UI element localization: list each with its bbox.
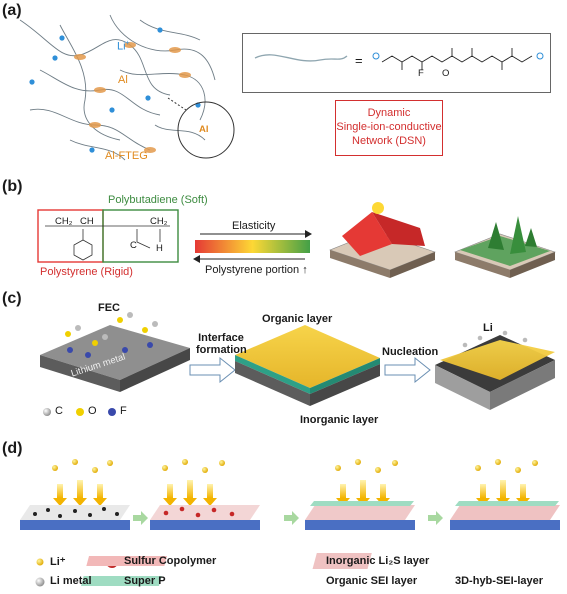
zoom-line [167, 97, 187, 111]
inorganic-layer-label: Inorganic layer [300, 414, 379, 426]
carboxylate-right [536, 52, 544, 60]
dsn-line-3: Network (DSN) [352, 135, 426, 147]
li-ion-dots [29, 27, 201, 153]
dsn-line-1: Dynamic [367, 107, 411, 119]
polybutadiene-label: Polybutadiene (Soft) [108, 194, 208, 206]
electrode-stage-2 [150, 505, 260, 530]
lithium-metal-slab [40, 325, 190, 392]
panel-d-label: (d) [2, 440, 23, 457]
structure-c-label: C [130, 240, 137, 251]
legend-hyb-layer: 3D-hyb-SEI-layer [455, 575, 544, 587]
polystyrene-label: Polystyrene (Rigid) [40, 266, 133, 278]
equals-sign: = [355, 53, 363, 68]
structure-ch2b-label: CH₂ [150, 216, 168, 227]
li-nucleation-slab [435, 330, 555, 410]
legend-o-text: O [88, 405, 97, 417]
interface-formation-label: Interface formation [196, 332, 247, 356]
single-chain-drawing [254, 54, 348, 62]
inset-al-label: Al [199, 124, 209, 135]
legend-sulfur-copolymer: Sulfur Copolymer [124, 555, 217, 567]
nucleation-arrow [384, 356, 431, 384]
panel-b-label: (b) [2, 178, 23, 195]
fluorine-label: F [418, 68, 424, 79]
legend-inorganic-layer: Inorganic Li₂S layer [326, 555, 430, 567]
elasticity-label: Elasticity [232, 220, 276, 232]
legend-li-plus: Li⁺ [50, 556, 66, 568]
structure-h-label: H [156, 243, 163, 254]
panel-c-label: (c) [2, 290, 22, 307]
polystyrene-arrow [193, 255, 305, 263]
al-center-markers [74, 42, 191, 153]
elasticity-arrow [200, 230, 312, 238]
legend-c-text: C [55, 405, 63, 417]
oxygen-label: O [442, 68, 450, 79]
li-ion-label: Li+ [117, 40, 130, 53]
soft-spikes-illustration [454, 216, 556, 278]
organic-layer-label: Organic layer [262, 313, 333, 325]
legend-organic-sei: Organic SEI layer [326, 575, 418, 587]
fec-molecules [65, 312, 158, 358]
stage-arrows [133, 511, 443, 525]
panel-a-label: (a) [2, 2, 22, 19]
interface-line-2: formation [196, 344, 247, 356]
dsn-line-2: Single-ion-conductive [336, 121, 442, 133]
fteg-structure [381, 48, 533, 70]
carboxylate-left [372, 52, 380, 60]
polystyrene-portion-label: Polystyrene portion ↑ [205, 264, 308, 276]
electrode-stage-3 [305, 501, 415, 530]
legend-d-markers [35, 553, 372, 587]
electrode-stage-1 [20, 505, 130, 530]
structure-ch2-label: CH₂ [55, 216, 73, 227]
al-inset-circle [177, 101, 235, 159]
elasticity-gradient-bar [195, 240, 310, 253]
legend-f-text: F [120, 405, 127, 417]
equation-box [242, 33, 551, 93]
interface-formation-arrow [189, 356, 236, 384]
polybutadiene-box [102, 209, 179, 263]
li-plus-drops [52, 459, 538, 473]
structure-ch-label: CH [80, 216, 94, 227]
element-legend-c [43, 408, 116, 416]
legend-super-p: Super P [124, 575, 166, 587]
polymer-structure-lines [45, 225, 170, 261]
legend-li-metal: Li metal [50, 575, 92, 587]
polymer-network-illustration [19, 14, 216, 161]
rigid-tent-illustration [329, 202, 436, 278]
interface-line-1: Interface [198, 332, 244, 344]
dsn-box: Dynamic Single-ion-conductive Network (D… [335, 100, 443, 156]
al-label: Al [118, 74, 128, 86]
electrode-stage-4 [450, 501, 560, 530]
nucleation-label: Nucleation [382, 346, 439, 358]
fec-label: FEC [98, 302, 120, 314]
li-label-c: Li [483, 322, 493, 334]
al-fteg-label: Al-FTEG [105, 150, 148, 162]
sei-slab [235, 325, 380, 406]
